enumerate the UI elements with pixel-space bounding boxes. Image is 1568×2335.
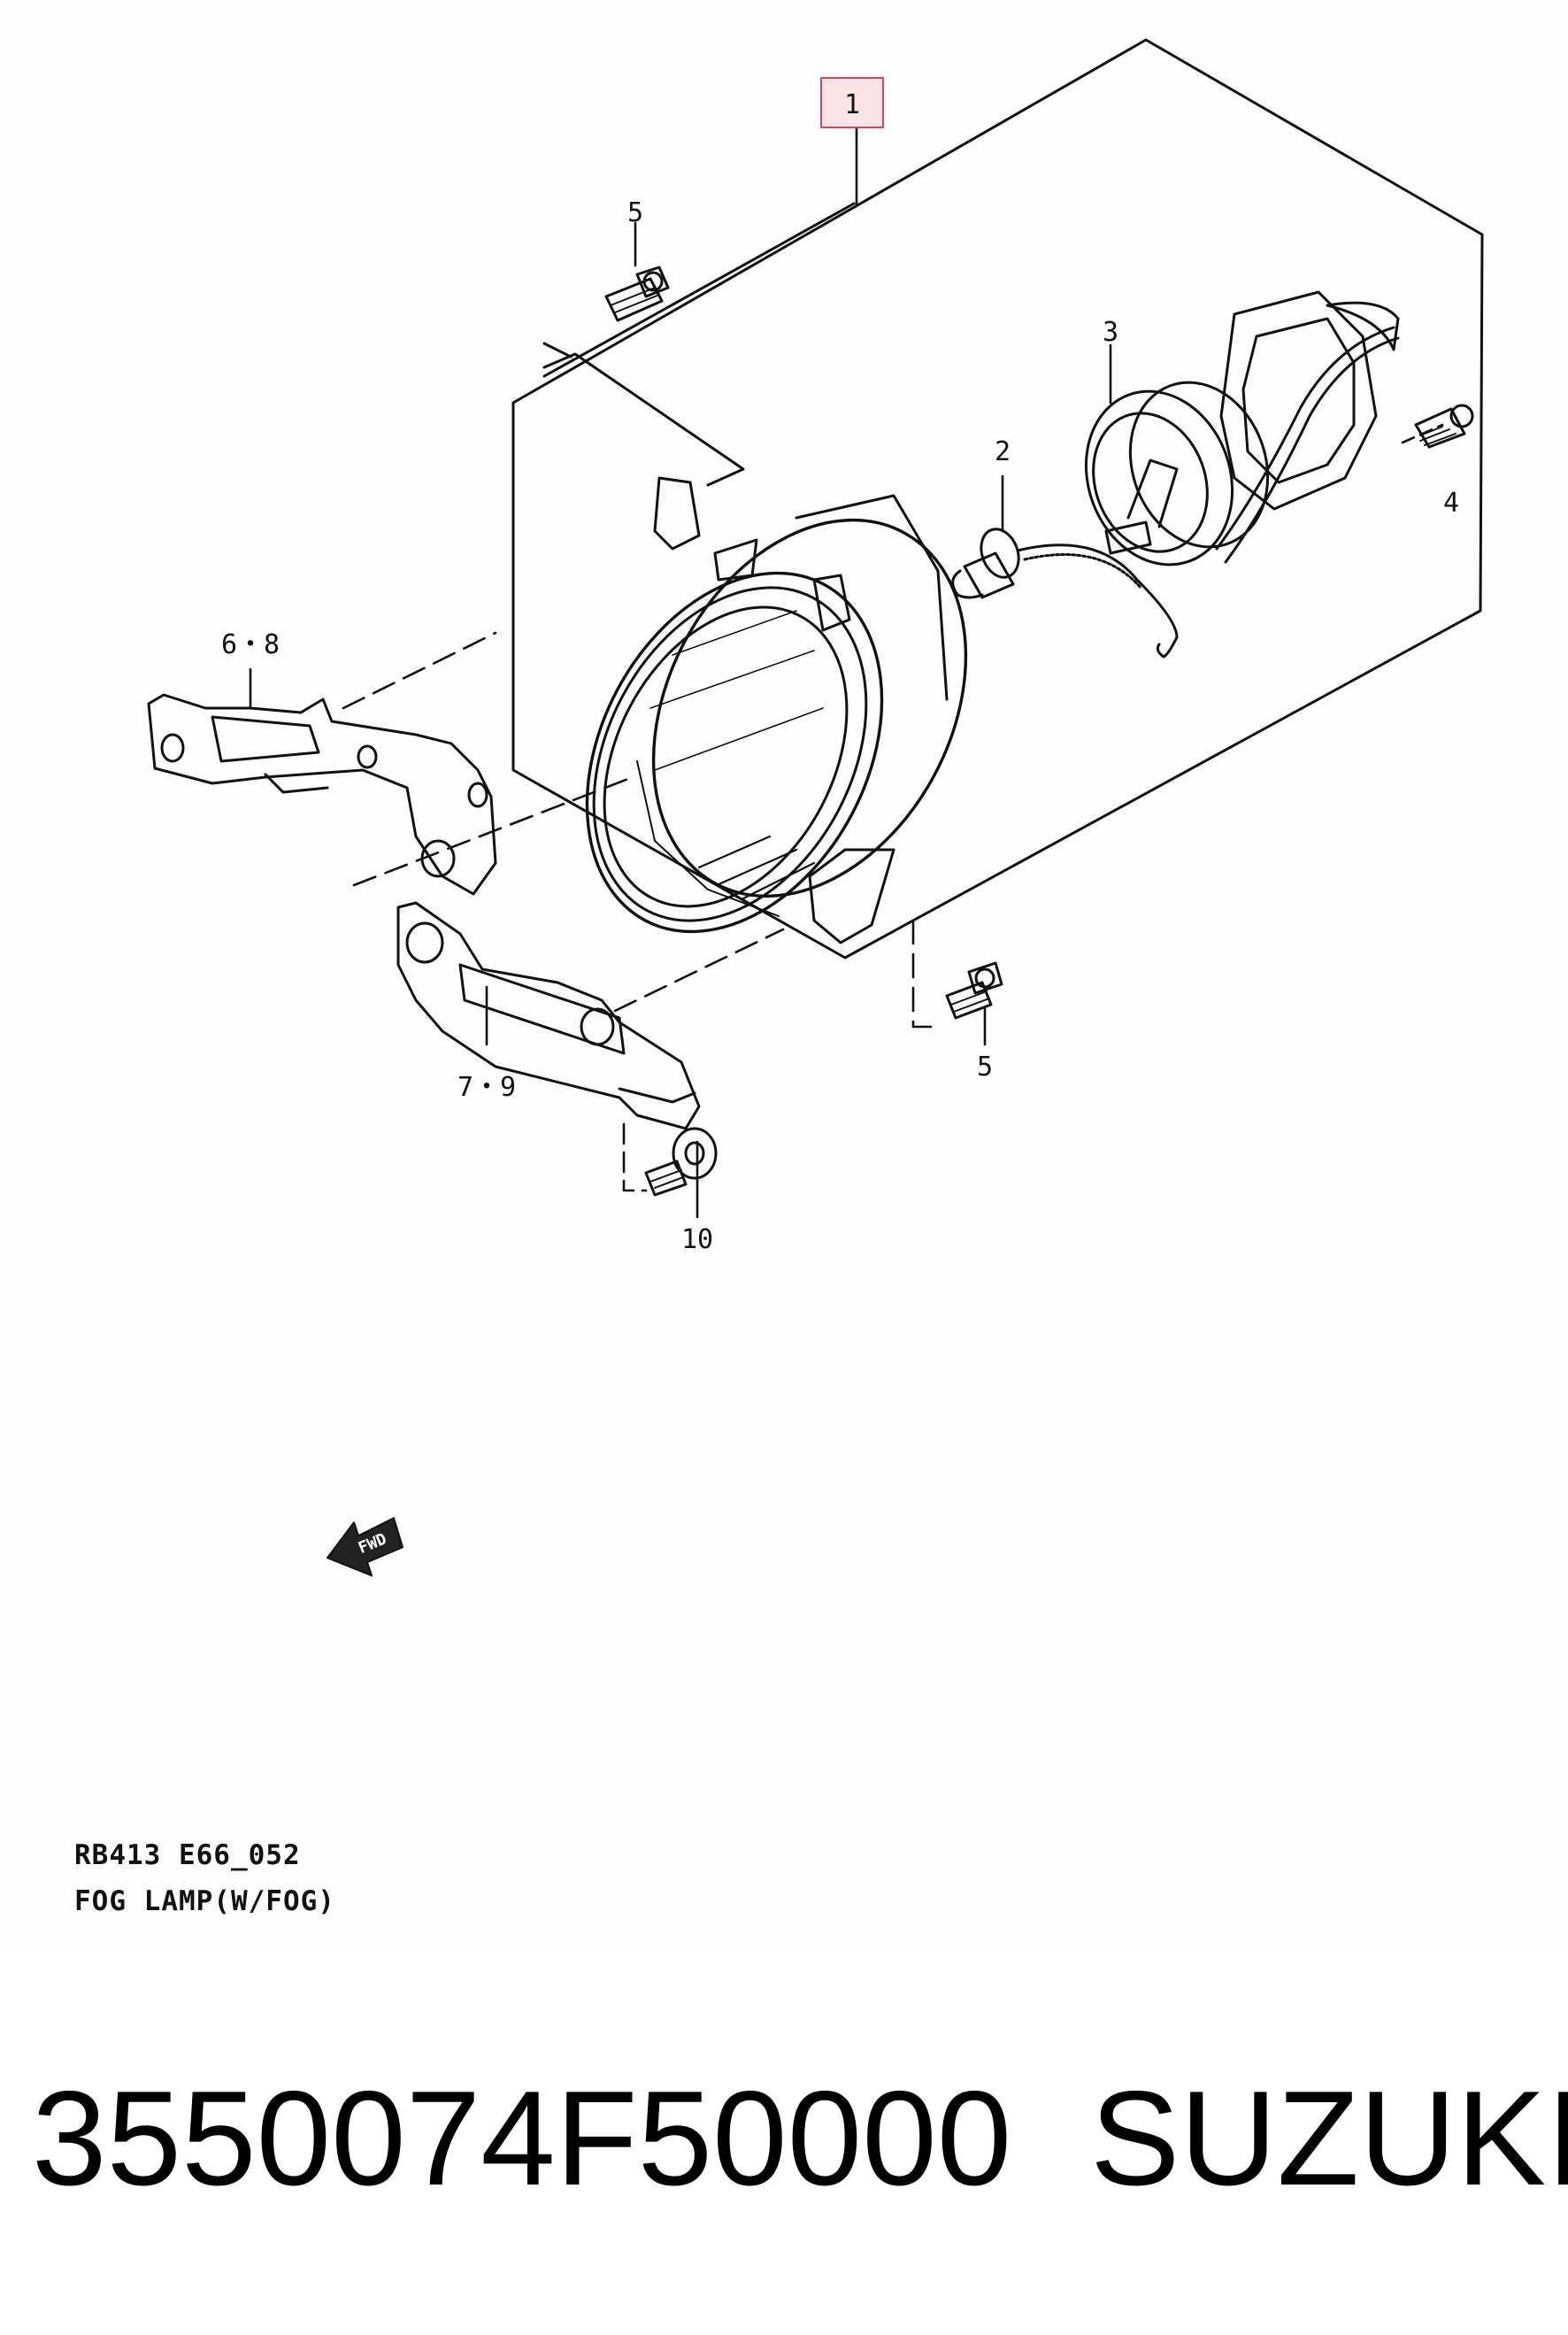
bracket-part-6-8 (147, 693, 497, 896)
bolt-part-5-upper (604, 266, 670, 322)
exploded-view-diagram: FWD 1 5 3 2 4 6・8 5 7・9 10 (147, 38, 1484, 1576)
diagram-reference-title: FOG LAMP(W/FOG) (74, 1885, 335, 1917)
part-number: 3550074F50000 (32, 2063, 1012, 2214)
bracket-part-7-9 (396, 901, 701, 1130)
screw-part-10 (644, 1127, 718, 1197)
callout-3[interactable]: 3 (1103, 317, 1118, 348)
callout-5-lower[interactable]: 5 (977, 1052, 993, 1083)
callout-7-9[interactable]: 7・9 (457, 1072, 516, 1103)
callout-2[interactable]: 2 (995, 436, 1011, 467)
diagram-reference-code: RB413 E66_052 (74, 1839, 301, 1871)
callout-1-highlight[interactable] (820, 77, 884, 128)
bolt-part-5-lower (945, 961, 1003, 1020)
callout-10[interactable]: 10 (681, 1224, 713, 1255)
fwd-arrow-icon: FWD (327, 1517, 404, 1576)
fog-lamp-unit (585, 476, 968, 944)
brand-name: SUZUKI (1090, 2063, 1568, 2214)
parts-diagram-panel: FWD 1 5 3 2 4 6・8 5 7・9 10 RB413 E66_052… (74, 38, 1484, 1917)
leader-lines (249, 127, 1444, 1219)
callout-4[interactable]: 4 (1443, 488, 1459, 519)
bulb-part-2 (951, 528, 1179, 659)
callout-5-upper[interactable]: 5 (627, 197, 643, 228)
callout-1[interactable]: 1 (844, 89, 860, 120)
screw-part-4 (1414, 404, 1474, 449)
socket-part-3 (1084, 290, 1400, 566)
callout-labels: 1 5 3 2 4 6・8 5 7・9 10 (221, 89, 1459, 1255)
callout-6-8[interactable]: 6・8 (221, 629, 280, 660)
assembly-outline (511, 38, 1484, 959)
